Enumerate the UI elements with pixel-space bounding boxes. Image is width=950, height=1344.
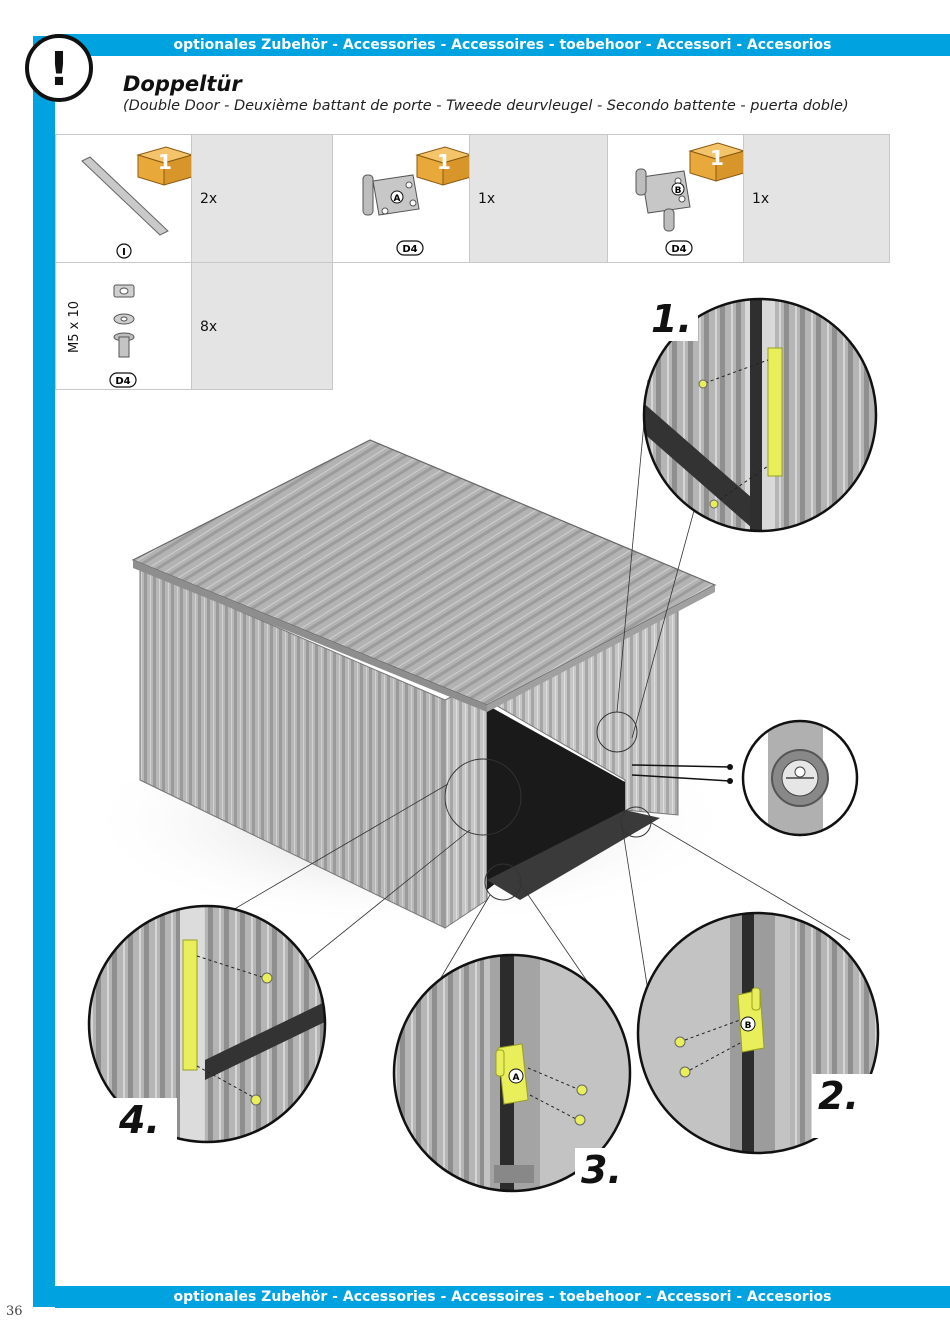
part-qty-hinge-b: 1x [743, 134, 890, 263]
footer-band: optionales Zubehör - Accessories - Acces… [55, 1286, 950, 1308]
svg-text:1: 1 [158, 150, 172, 174]
door-opening [487, 705, 625, 890]
svg-text:I: I [122, 247, 126, 258]
exclamation-glyph: ! [49, 42, 70, 96]
level-pointer-lines [631, 764, 733, 784]
box-icon: 1 [688, 142, 746, 182]
svg-text:D4: D4 [115, 376, 130, 387]
shed-floor [487, 810, 660, 900]
quantity-label: 2x [200, 191, 218, 207]
screw-set-icon: M5 x 10 D4 [67, 284, 137, 388]
roof-edge [133, 560, 487, 712]
hinge-b-icon: 1 B D4 [635, 142, 746, 256]
page-title: Doppeltür [123, 72, 242, 96]
svg-text:1: 1 [710, 146, 724, 170]
step-label-3: 3. [575, 1148, 628, 1192]
box-icon: 1 [415, 146, 473, 186]
page-subtitle: (Double Door - Deuxième battant de porte… [123, 98, 849, 114]
callout-marker-4 [444, 758, 522, 836]
exclamation-icon: ! [25, 34, 93, 102]
svg-text:D4: D4 [671, 244, 686, 255]
part-cell-screws: M5 x 10 D4 [55, 262, 192, 390]
part-qty-hinge-a: 1x [469, 134, 608, 263]
left-accent-bar [33, 36, 55, 1307]
svg-text:D4: D4 [402, 244, 417, 255]
page-number: 36 [6, 1304, 23, 1319]
part-cell-hinge-b: 1 B D4 [607, 134, 746, 263]
part-qty-strip: 2x [191, 134, 333, 263]
svg-text:A: A [394, 194, 401, 204]
zoom-level-detail [741, 719, 859, 837]
roof-edge-front [487, 585, 715, 712]
step-label-1: 1. [645, 297, 698, 341]
hinge-a-icon: 1 A D4 [362, 146, 473, 256]
part-qty-screws: 8x [191, 262, 333, 390]
quantity-label: 8x [200, 319, 218, 335]
svg-text:M5 x 10: M5 x 10 [67, 301, 82, 353]
step-label-4: 4. [113, 1098, 177, 1154]
zoom-step-1 [642, 297, 878, 533]
quantity-label: 1x [752, 191, 770, 207]
callout-marker-2 [620, 806, 652, 838]
quantity-label: 1x [478, 191, 496, 207]
part-cell-strip: 1 I [55, 134, 194, 263]
svg-text:B: B [745, 1021, 752, 1031]
header-band: optionales Zubehör - Accessories - Acces… [55, 34, 950, 56]
part-cell-hinge-a: 1 A D4 [332, 134, 473, 263]
callout-marker-3 [484, 863, 522, 901]
svg-text:1: 1 [437, 150, 451, 174]
step-label-2: 2. [812, 1074, 946, 1138]
svg-text:B: B [675, 186, 682, 196]
strip-part-icon: 1 I [81, 146, 194, 259]
svg-text:A: A [513, 1073, 520, 1083]
